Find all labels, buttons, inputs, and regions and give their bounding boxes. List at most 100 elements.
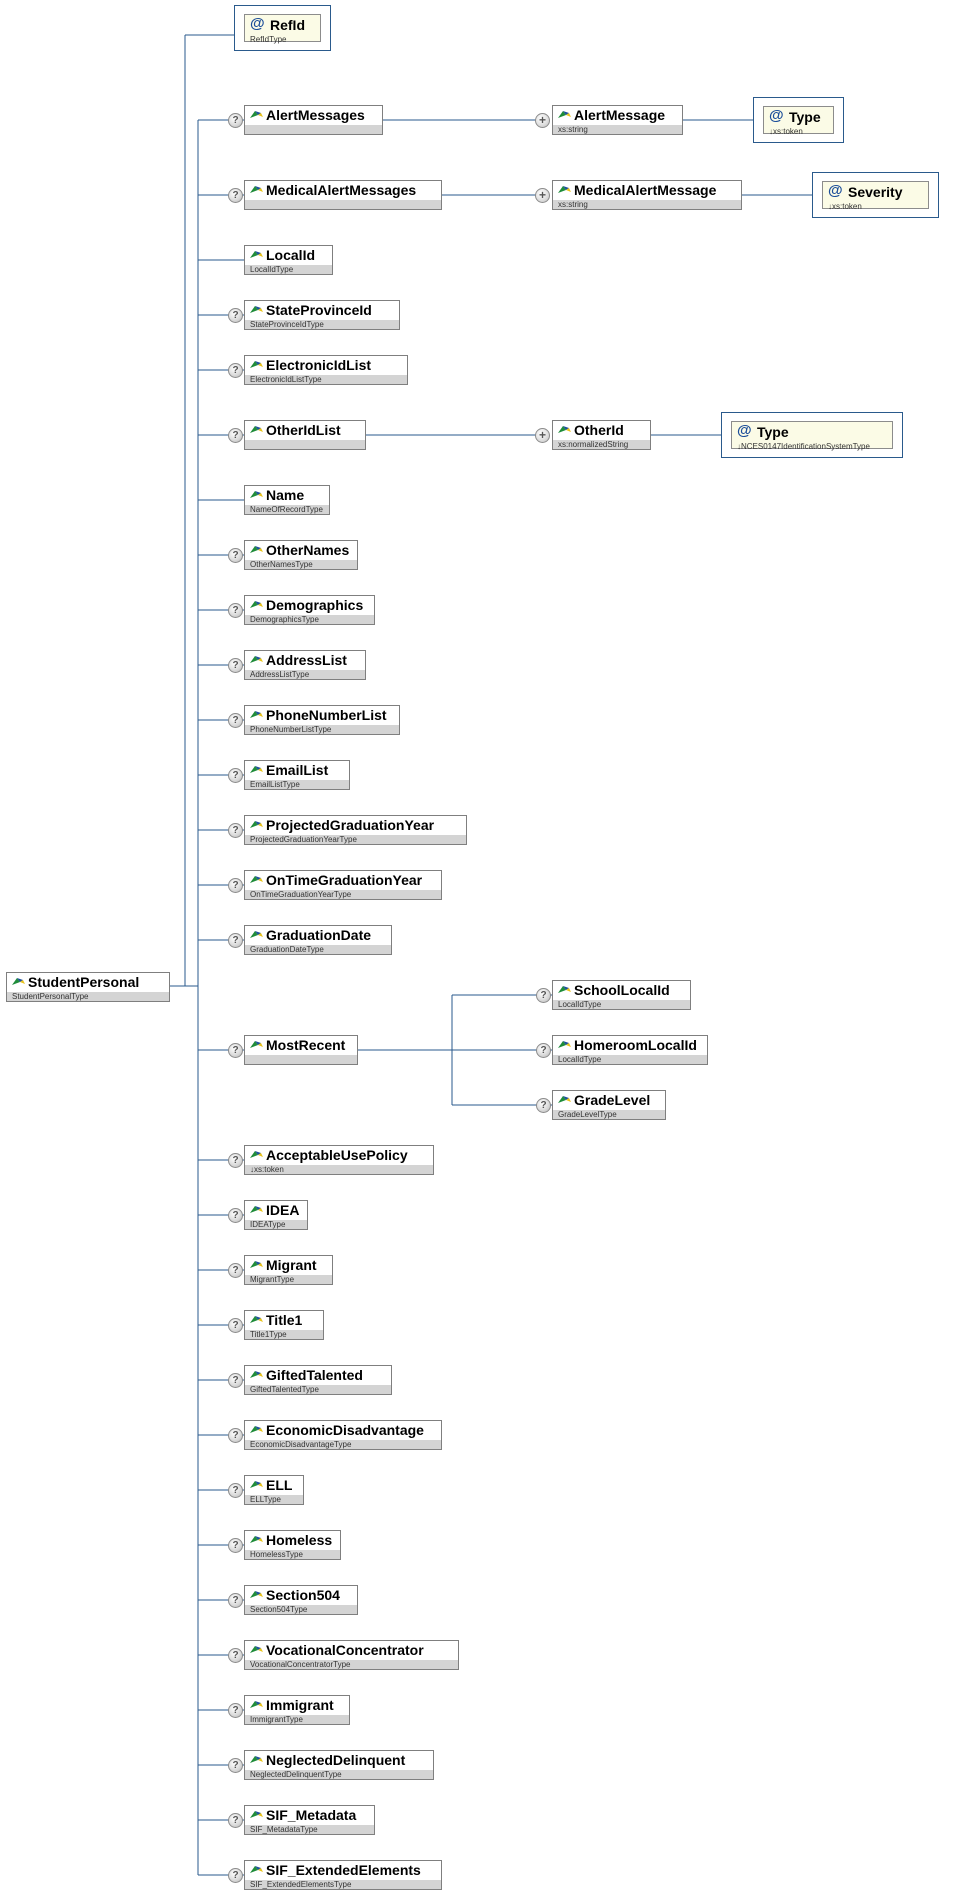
optional-icon: ? xyxy=(228,1703,243,1718)
attribute-type[interactable]: @ Type ↓xs:token xyxy=(753,97,844,143)
attribute-box: @Severity↓xs:token xyxy=(822,181,929,211)
optional-icon: ? xyxy=(228,713,243,728)
optional-icon: ? xyxy=(536,988,551,1003)
attribute-severity[interactable]: @Severity↓xs:token xyxy=(812,172,939,218)
attribute-box: @Type↓NCES0147IdentificationSystemType xyxy=(731,421,893,451)
optional-icon: ? xyxy=(228,363,243,378)
attribute-name: Type xyxy=(789,109,821,125)
attribute-type[interactable]: @Type↓NCES0147IdentificationSystemType xyxy=(721,412,903,458)
element-icon xyxy=(250,361,263,368)
optional-icon: ? xyxy=(228,1153,243,1168)
element-icon xyxy=(250,1151,263,1158)
element-type: xs:string xyxy=(553,125,682,134)
optional-icon: ? xyxy=(228,933,243,948)
element-name: Homeless xyxy=(266,1532,333,1548)
attribute-type: ↓xs:token xyxy=(769,127,803,136)
element-type: EmailListType xyxy=(245,780,349,789)
element-icon xyxy=(558,1041,571,1048)
optional-icon: ? xyxy=(228,658,243,673)
element-icon xyxy=(250,546,263,553)
attribute-icon: @ xyxy=(769,107,784,124)
optional-icon: ? xyxy=(228,428,243,443)
optional-icon: ? xyxy=(228,1428,243,1443)
optional-icon: ? xyxy=(228,1868,243,1883)
element-name: StateProvinceId xyxy=(266,302,372,318)
element-icon xyxy=(250,306,263,313)
element-name: Demographics xyxy=(266,597,364,613)
optional-icon: ? xyxy=(228,1373,243,1388)
element-icon xyxy=(250,1701,263,1708)
element-mostrecent[interactable]: MostRecent xyxy=(244,1035,358,1065)
optional-icon: ? xyxy=(228,878,243,893)
element-name: VocationalConcentrator xyxy=(266,1642,424,1658)
element-type: ProjectedGraduationYearType xyxy=(245,835,466,844)
element-name: HomeroomLocalId xyxy=(574,1037,697,1053)
element-icon xyxy=(558,426,571,433)
element-name: MedicalAlertMessage xyxy=(574,182,717,198)
expand-icon[interactable]: + xyxy=(535,188,550,203)
element-icon xyxy=(250,491,263,498)
element-type: OtherNamesType xyxy=(245,560,357,569)
expand-icon[interactable]: + xyxy=(535,113,550,128)
attribute-type: ↓xs:token xyxy=(828,202,862,211)
element-name: AcceptableUsePolicy xyxy=(266,1147,408,1163)
element-type: GiftedTalentedType xyxy=(245,1385,391,1394)
optional-icon: ? xyxy=(228,768,243,783)
element-name: MedicalAlertMessages xyxy=(266,182,417,198)
optional-icon: ? xyxy=(228,1593,243,1608)
element-alertmessages[interactable]: AlertMessages xyxy=(244,105,383,135)
element-medicalalertmessages[interactable]: MedicalAlertMessages xyxy=(244,180,442,210)
element-type: AddressListType xyxy=(245,670,365,679)
element-icon xyxy=(250,601,263,608)
element-type: MigrantType xyxy=(245,1275,332,1284)
element-type: LocalIdType xyxy=(553,1000,690,1009)
element-otheridlist[interactable]: OtherIdList xyxy=(244,420,366,450)
element-icon xyxy=(250,251,263,258)
element-icon xyxy=(250,1371,263,1378)
element-icon xyxy=(250,711,263,718)
element-type: xs:normalizedString xyxy=(553,440,650,449)
optional-icon: ? xyxy=(228,188,243,203)
element-name: NeglectedDelinquent xyxy=(266,1752,406,1768)
expand-icon[interactable]: + xyxy=(535,428,550,443)
optional-icon: ? xyxy=(228,1538,243,1553)
element-name: OtherNames xyxy=(266,542,350,558)
element-acceptableusepolicy[interactable]: AcceptableUsePolicy↓xs:token xyxy=(244,1145,434,1175)
element-type: HomelessType xyxy=(245,1550,340,1559)
attribute-icon: @ xyxy=(737,422,752,439)
